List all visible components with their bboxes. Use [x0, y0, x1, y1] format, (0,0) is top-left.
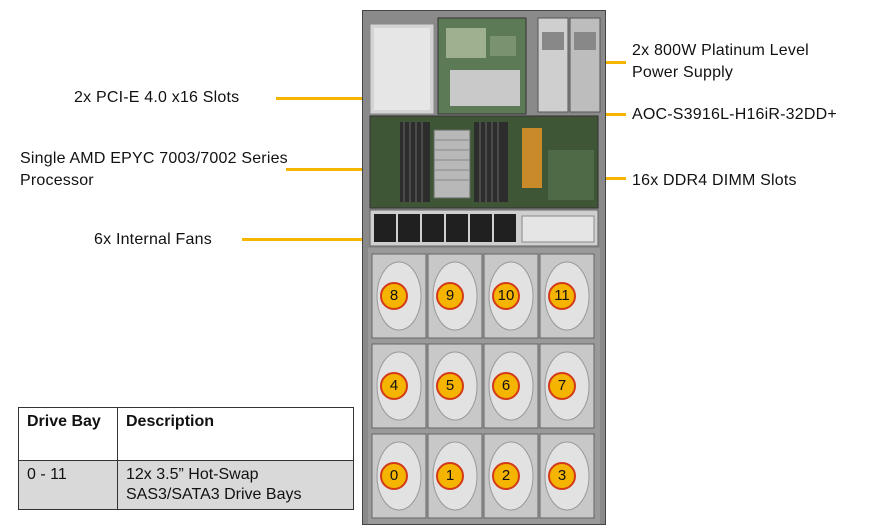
callout-dimm: 16x DDR4 DIMM Slots: [632, 172, 797, 189]
server-chassis-illustration: [362, 10, 606, 525]
table-header-description: Description: [117, 407, 354, 461]
drive-bay-number-badge: 7: [548, 372, 576, 400]
drive-bay-table: Drive Bay Description 0 - 11 12x 3.5” Ho…: [18, 407, 354, 510]
drive-bay-number-badge: 8: [380, 282, 408, 310]
cpu-heatsink: [433, 129, 471, 199]
leader-pcie-slots: [276, 97, 396, 100]
drive-bay-number-badge: 11: [548, 282, 576, 310]
drive-bay-number-badge: 4: [380, 372, 408, 400]
leader-fans: [242, 238, 392, 241]
callout-psu-line2: Power Supply: [632, 64, 734, 81]
table-cell-drive-bay: 0 - 11: [18, 460, 118, 510]
drive-bay-number-badge: 2: [492, 462, 520, 490]
table-cell-description: 12x 3.5” Hot-Swap SAS3/SATA3 Drive Bays: [117, 460, 354, 510]
callout-aoc: AOC-S3916L-H16iR-32DD+: [632, 106, 837, 123]
drive-bay-number-badge: 3: [548, 462, 576, 490]
dimm-slots: [400, 122, 508, 202]
internal-fans: [374, 214, 516, 242]
callout-fans: 6x Internal Fans: [94, 231, 212, 248]
drive-bay-number-badge: 10: [492, 282, 520, 310]
drive-bay-number-badge: 0: [380, 462, 408, 490]
callout-pcie-slots: 2x PCI-E 4.0 x16 Slots: [74, 89, 240, 106]
callout-psu-line1: 2x 800W Platinum Level: [632, 42, 809, 59]
table-header-drive-bay: Drive Bay: [18, 407, 118, 461]
drive-bay-number-badge: 5: [436, 372, 464, 400]
callout-cpu-line2: Processor: [20, 172, 94, 189]
drive-bay-number-badge: 6: [492, 372, 520, 400]
drive-bay-number-badge: 9: [436, 282, 464, 310]
callout-cpu-line1: Single AMD EPYC 7003/7002 Series: [20, 150, 288, 167]
drive-bay-number-badge: 1: [436, 462, 464, 490]
